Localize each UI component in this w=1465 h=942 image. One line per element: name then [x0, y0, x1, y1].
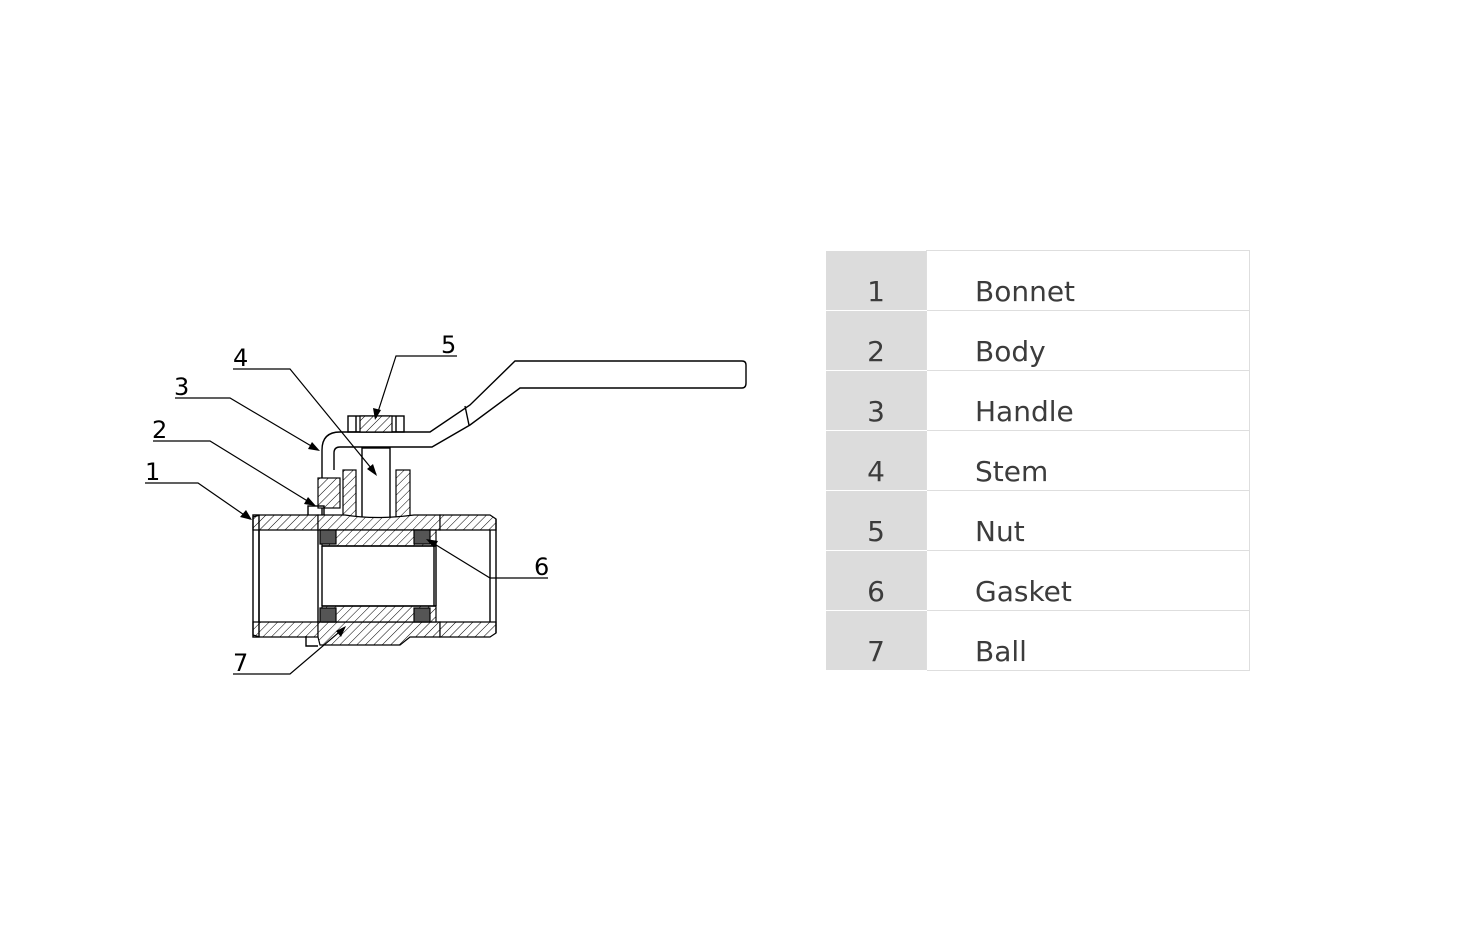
ball-shape — [321, 529, 437, 623]
part-name: Body — [926, 310, 1250, 371]
part-name: Bonnet — [926, 250, 1250, 311]
table-row: 4 Stem — [826, 430, 1250, 491]
callout-5: 5 — [441, 331, 456, 359]
part-name: Nut — [926, 490, 1250, 551]
gasket-shape — [319, 529, 431, 623]
part-number: 6 — [826, 550, 927, 611]
parts-table: 1 Bonnet 2 Body 3 Handle 4 Stem 5 Nut 6 … — [826, 250, 1250, 671]
part-number: 5 — [826, 490, 927, 551]
table-row: 6 Gasket — [826, 550, 1250, 611]
part-name: Stem — [926, 430, 1250, 491]
part-number: 3 — [826, 370, 927, 431]
neck-shape — [307, 469, 411, 519]
part-name: Gasket — [926, 550, 1250, 611]
callout-2: 2 — [152, 416, 167, 444]
part-number: 2 — [826, 310, 927, 371]
part-number: 7 — [826, 610, 927, 671]
callout-1: 1 — [145, 458, 160, 486]
table-row: 2 Body — [826, 310, 1250, 371]
part-number: 4 — [826, 430, 927, 491]
callout-4: 4 — [233, 344, 248, 372]
part-name: Ball — [926, 610, 1250, 671]
callout-3: 3 — [174, 373, 189, 401]
table-row: 7 Ball — [826, 610, 1250, 671]
leader-lines — [145, 355, 548, 675]
table-row: 3 Handle — [826, 370, 1250, 431]
ball-valve-section-drawing: 1 2 3 4 5 6 7 — [145, 331, 747, 677]
callout-7: 7 — [233, 649, 248, 677]
bonnet-shape — [252, 514, 319, 638]
part-number: 1 — [826, 250, 927, 311]
table-row: 5 Nut — [826, 490, 1250, 551]
callout-6: 6 — [534, 553, 549, 581]
part-name: Handle — [926, 370, 1250, 431]
body-shape — [305, 514, 441, 647]
nut-shape — [347, 415, 405, 433]
handle-shape — [321, 360, 747, 525]
table-row: 1 Bonnet — [826, 250, 1250, 311]
